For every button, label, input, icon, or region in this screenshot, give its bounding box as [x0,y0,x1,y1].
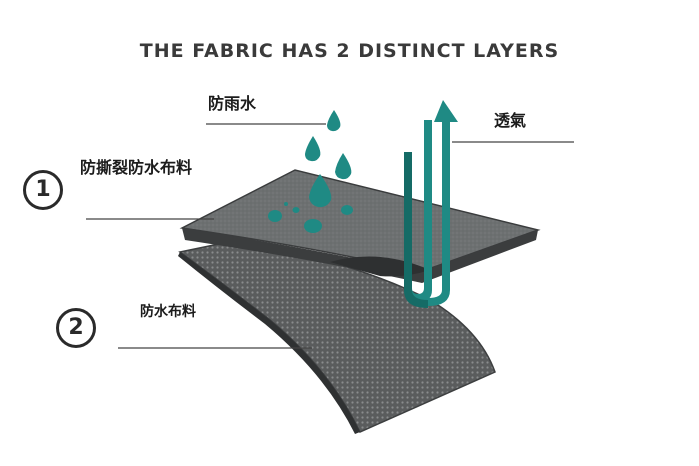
layer-1-label: 防撕裂防水布料 [80,158,193,177]
layer-1-number-badge: 1 [23,170,63,210]
bottom-layer-edge [178,252,360,434]
breathable-label: 透氣 [494,111,527,130]
layer-2-label: 防水布料 [140,304,196,320]
leader-lines [86,123,574,349]
rainproof-label: 防雨水 [208,94,257,113]
vapor-arrow-icon [404,100,458,308]
water-drop-icon [268,110,353,233]
layer-2-number-badge: 2 [56,308,96,348]
diagram-title: THE FABRIC HAS 2 DISTINCT LAYERS [139,40,560,62]
